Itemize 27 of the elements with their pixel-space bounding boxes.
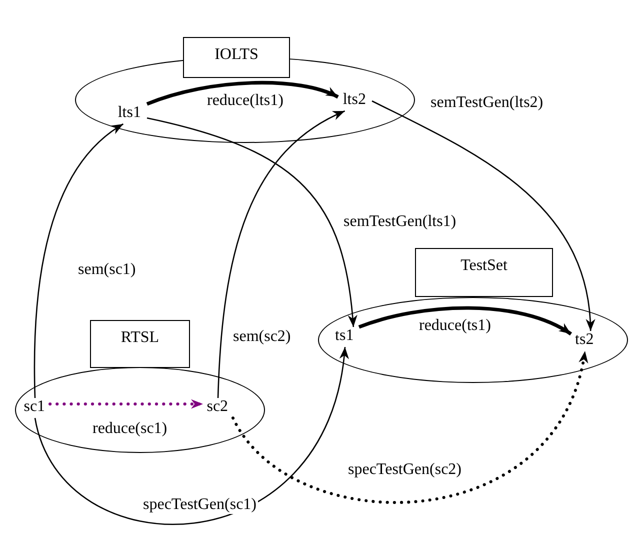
- arrow: [146, 81, 339, 106]
- edge-label: specTestGen(sc2): [347, 461, 462, 479]
- title-box: TestSet: [415, 248, 553, 297]
- edge-label: sem(sc2): [232, 328, 292, 346]
- edge-label: semTestGen(lts1): [342, 213, 458, 231]
- state-label: sc1: [19, 397, 50, 418]
- state-label: ts2: [570, 330, 598, 350]
- edge-label: reduce(sc1): [92, 420, 168, 438]
- edge-label: reduce(lts1): [206, 92, 284, 110]
- arrow: [358, 306, 572, 336]
- state-label: sc2: [202, 397, 232, 418]
- arrow: [146, 117, 358, 328]
- arrow: [232, 350, 587, 504]
- arrow: [48, 399, 204, 409]
- edge-label: sem(sc1): [77, 261, 137, 279]
- title-box: IOLTS: [183, 37, 290, 78]
- arrow: [34, 123, 124, 398]
- edge-label: specTestGen(sc1): [142, 496, 258, 514]
- arrow: [217, 110, 346, 398]
- state-label: lts1: [112, 103, 146, 124]
- arrow: [34, 346, 348, 524]
- title-box: RTSL: [90, 320, 190, 368]
- arrow: [372, 100, 594, 332]
- state-label: lts2: [337, 90, 372, 110]
- state-label: ts1: [330, 326, 358, 346]
- edge-label: semTestGen(lts2): [430, 94, 544, 112]
- edge-label: reduce(ts1): [418, 317, 492, 335]
